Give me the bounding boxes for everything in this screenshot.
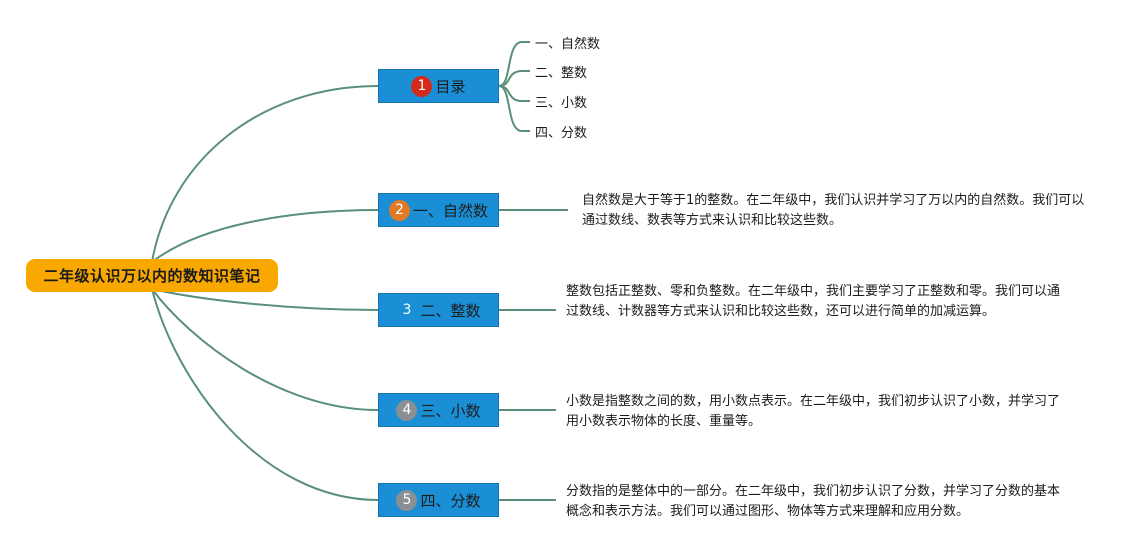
branch-label-fractions: 四、分数 [420,491,481,510]
toc-item-integers[interactable]: 二、整数 [535,66,588,81]
root-node[interactable]: 二年级认识万以内的数知识笔记 [26,259,278,292]
branch-label-integers: 二、整数 [420,301,481,320]
badge-5-icon: 5 [396,489,418,511]
badge-2-icon: 2 [388,199,410,221]
toc-item-decimals[interactable]: 三、小数 [535,96,588,111]
connector-root-to-branch-3 [151,288,379,411]
branch-node-natural-numbers[interactable]: 2 一、自然数 [378,193,499,227]
connector-toc-4 [498,85,530,132]
root-title: 二年级认识万以内的数知识笔记 [43,267,261,285]
connector-root-to-branch-1 [151,209,379,263]
branch-node-decimals[interactable]: 4 三、小数 [378,393,499,427]
branch-node-integers[interactable]: 3 二、整数 [378,293,499,327]
connector-root-to-toc [151,85,379,263]
branch-node-fractions[interactable]: 5 四、分数 [378,483,499,517]
connector-toc-1 [498,41,530,87]
note-decimals[interactable]: 小数是指整数之间的数，用小数点表示。在二年级中，我们初步认识了小数，并学习了用小… [566,394,1061,429]
connector-root-to-branch-4 [151,288,379,501]
note-integers[interactable]: 整数包括正整数、零和负整数。在二年级中，我们主要学习了正整数和零。我们可以通过数… [566,284,1061,319]
badge-3-icon: 3 [396,299,418,321]
connector-root-to-branch-2 [151,288,379,311]
badge-4-icon: 4 [396,399,418,421]
note-natural-numbers[interactable]: 自然数是大于等于1的整数。在二年级中，我们认识并学习了万以内的自然数。我们可以通… [582,193,1085,228]
branch-label-toc: 目录 [435,77,466,96]
branch-label-natural-numbers: 一、自然数 [412,201,488,220]
branch-label-decimals: 三、小数 [420,401,481,420]
badge-1-icon: 1 [411,75,433,97]
toc-item-natural-numbers[interactable]: 一、自然数 [535,37,601,52]
branch-node-toc[interactable]: 1 目录 [378,69,499,103]
note-fractions[interactable]: 分数指的是整体中的一部分。在二年级中，我们初步认识了分数，并学习了分数的基本概念… [566,484,1061,519]
toc-item-fractions[interactable]: 四、分数 [535,126,588,141]
